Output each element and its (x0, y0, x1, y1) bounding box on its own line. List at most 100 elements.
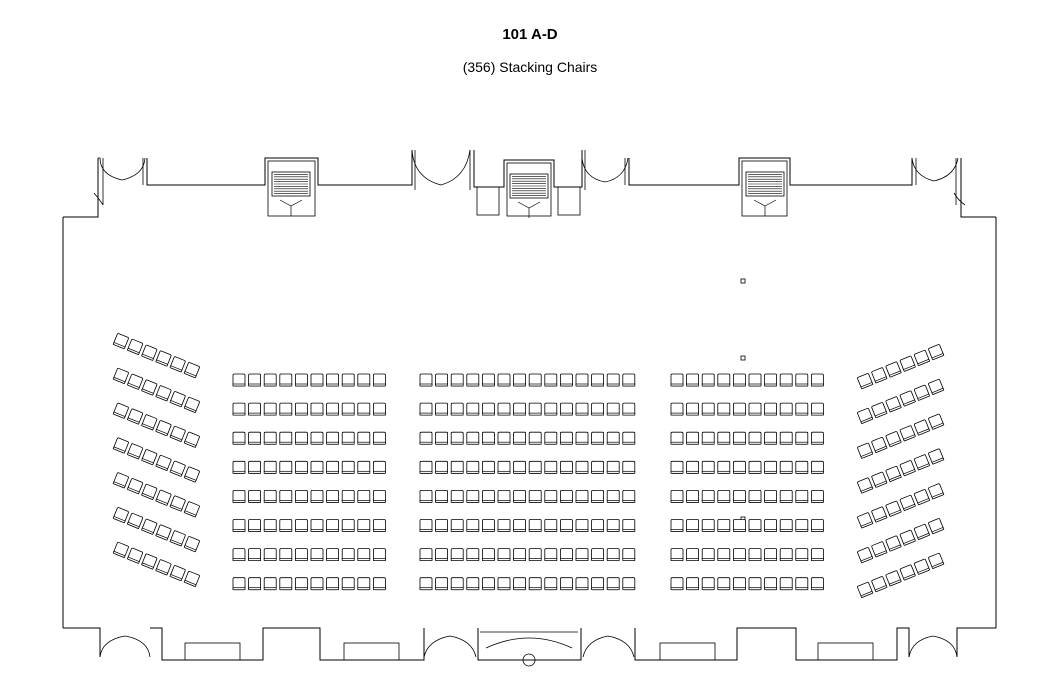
chair (141, 483, 158, 501)
chair (232, 431, 246, 445)
chair (141, 414, 158, 431)
chair (748, 431, 762, 445)
chair (263, 373, 277, 387)
chair (670, 431, 684, 445)
chair (686, 548, 699, 561)
chair (513, 460, 526, 474)
chair (513, 519, 526, 532)
chair-layout (112, 333, 945, 599)
chair (686, 519, 699, 532)
chair (466, 402, 480, 416)
chair (528, 489, 542, 503)
chair (913, 454, 931, 471)
chair (591, 402, 604, 416)
chair (717, 373, 731, 387)
chair (811, 489, 824, 503)
chair (622, 548, 636, 561)
chair (575, 402, 589, 416)
chair (310, 489, 324, 503)
chair (899, 529, 916, 546)
chair (326, 489, 340, 503)
chair (701, 519, 715, 532)
chair (899, 460, 916, 477)
chair (466, 548, 480, 561)
chair (279, 577, 293, 591)
chair (764, 373, 777, 387)
chair (528, 519, 542, 532)
chair (779, 519, 793, 532)
chair (450, 519, 464, 532)
chair (686, 577, 699, 591)
chair (670, 519, 684, 532)
chair (871, 506, 888, 523)
chair (701, 548, 715, 561)
chair (764, 460, 777, 474)
chair (701, 489, 715, 503)
chair (183, 536, 200, 553)
chair (310, 577, 324, 591)
chair (357, 373, 371, 387)
chair (341, 577, 355, 591)
chair (928, 552, 945, 570)
chair (232, 460, 246, 474)
chair (326, 402, 340, 416)
chair (811, 460, 824, 474)
chair (928, 448, 945, 465)
chair (466, 373, 480, 387)
chair (885, 431, 902, 448)
room-title: 101 A-D (502, 26, 558, 43)
chair (764, 548, 777, 561)
chair (294, 460, 308, 474)
chair (811, 431, 824, 445)
chair (764, 402, 777, 416)
vent-grille (509, 173, 549, 218)
chair (575, 577, 589, 591)
chair (811, 373, 824, 387)
chair (591, 460, 604, 474)
chair (622, 489, 636, 503)
chair (575, 519, 589, 532)
chair (871, 436, 888, 454)
chair (450, 373, 464, 387)
chair (232, 519, 246, 532)
chair (232, 548, 246, 561)
chair (341, 460, 355, 474)
chair (310, 402, 324, 416)
chair (779, 460, 793, 474)
chair (928, 518, 945, 535)
chair (686, 489, 699, 503)
chair (232, 373, 246, 387)
chair (779, 489, 793, 503)
chair (606, 577, 620, 591)
chair (733, 577, 746, 591)
chair (497, 402, 511, 416)
chair (169, 565, 186, 582)
chair (497, 519, 511, 532)
chair (372, 548, 386, 561)
chair (232, 402, 246, 416)
chair (341, 431, 355, 445)
chair (419, 373, 433, 387)
chair (899, 494, 916, 512)
chair (622, 577, 636, 591)
chair (575, 431, 589, 445)
chair (450, 402, 464, 416)
chair (670, 402, 684, 416)
chair (279, 519, 293, 532)
chair (513, 431, 526, 445)
chair (497, 373, 511, 387)
chair (748, 489, 762, 503)
chair (591, 519, 604, 532)
chair (513, 373, 526, 387)
chair (341, 548, 355, 561)
chair (310, 519, 324, 532)
chair (248, 460, 262, 474)
chair (450, 577, 464, 591)
chair (326, 460, 340, 474)
chair (341, 519, 355, 532)
chair (717, 548, 731, 561)
chair (913, 384, 931, 401)
chair (733, 373, 746, 387)
chair (112, 507, 129, 524)
chair (419, 489, 433, 503)
